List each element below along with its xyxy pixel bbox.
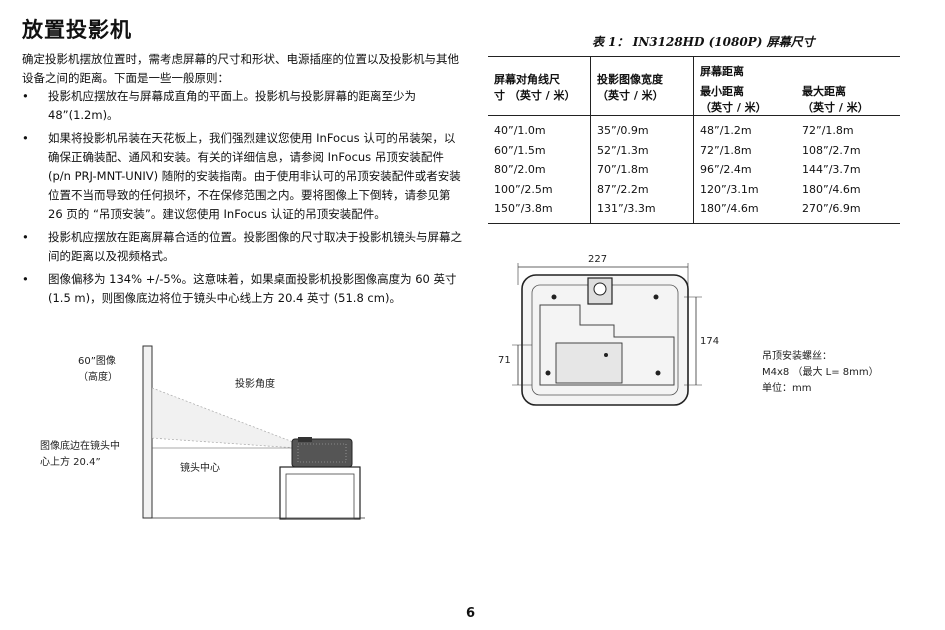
table-cell: 100”/2.5m <box>494 182 553 196</box>
offset-label-line1: 图像底边在镜头中 <box>40 439 120 452</box>
table-cell: 80”/2.0m <box>494 163 546 176</box>
list-item: • 如果将投影机吊装在天花板上，我们强烈建议您使用 InFocus 认可的吊装架，… <box>22 129 462 224</box>
mount-note-line2: M4x8 （最大 L= 8mm） <box>762 365 879 378</box>
screw-hole-icon <box>551 294 557 300</box>
header-min-line2: （英寸 / 米） <box>700 101 767 114</box>
left-dimension-label: 71 <box>498 355 511 366</box>
header-width-line1: 投影图像宽度 <box>597 73 663 86</box>
bullet-icon: • <box>22 272 29 286</box>
bullet-icon: • <box>22 230 29 244</box>
table-cell: 52”/1.3m <box>590 140 694 160</box>
lens-center-label: 镜头中心 <box>180 461 220 474</box>
table-cell: 60”/1.5m <box>494 143 546 157</box>
table-cell: 48”/1.2m <box>693 115 796 141</box>
mount-hole-diagram: 227 174 71 吊顶安装螺丝： M4x8 （最大 L= 8mm） 单位：m… <box>498 254 879 406</box>
bullet-icon: • <box>22 89 29 103</box>
list-item-text: 投影机应摆放在与屏幕成直角的平面上。投影机与投影屏幕的距离至少为 48”(1.2… <box>48 89 416 122</box>
image-height-label-line2: （高度） <box>78 370 118 383</box>
table-cell: 120”/3.1m <box>693 179 796 199</box>
table-caption: 表 1： IN3128HD (1080P) 屏幕尺寸 <box>592 35 815 49</box>
header-width: 投影图像宽度 （英寸 / 米） <box>590 56 694 116</box>
table-cell: 150”/3.8m <box>494 202 553 215</box>
header-max-line2: （英寸 / 米） <box>802 101 869 114</box>
table-cell: 96”/2.4m <box>693 160 796 180</box>
bullet-icon: • <box>22 131 29 145</box>
table-cell: 35”/0.9m <box>590 115 694 141</box>
table-header-row: 屏幕对角线尺 寸 （英寸 / 米） 投影图像宽度 （英寸 / 米） 屏幕距离 <box>488 56 900 116</box>
header-diagonal-line1: 屏幕对角线尺 <box>494 73 560 86</box>
table-row: 80”/2.0m 70”/1.8m 96”/2.4m 144”/3.7m <box>488 160 900 180</box>
header-min-line1: 最小距离 <box>700 85 744 98</box>
screen-shape <box>142 345 153 519</box>
page-title: 放置投影机 <box>22 18 132 42</box>
intro-paragraph: 确定投影机摆放位置时，需考虑屏幕的尺寸和形状、电源插座的位置以及投影机与其他设备… <box>22 52 459 85</box>
list-item-text: 图像偏移为 134% +/-5%。这意味着，如果桌面投影机投影图像高度为 60 … <box>48 272 457 305</box>
screw-hole-icon <box>655 370 661 376</box>
guideline-list: • 投影机应摆放在与屏幕成直角的平面上。投影机与投影屏幕的距离至少为 48”(1.… <box>22 87 462 312</box>
table-cell: 144”/3.7m <box>802 163 861 176</box>
lens-icon <box>587 277 613 305</box>
offset-label-line2: 心上方 20.4” <box>40 455 101 468</box>
mount-note-line3: 单位：mm <box>762 381 811 394</box>
header-max-line1: 最大距离 <box>802 85 846 98</box>
projector-side-icon <box>291 438 353 468</box>
screw-hole-icon <box>653 294 659 300</box>
list-item-text: 如果将投影机吊装在天花板上，我们强烈建议您使用 InFocus 认可的吊装架，以… <box>48 131 461 221</box>
lamp-door <box>555 342 623 384</box>
header-diagonal: 屏幕对角线尺 寸 （英寸 / 米） <box>488 57 591 116</box>
table-shape <box>279 466 361 520</box>
screw-hole-icon <box>545 370 551 376</box>
table-row: 150”/3.8m 131”/3.3m 180”/4.6m 270”/6.9m <box>488 199 900 223</box>
mount-note-line1: 吊顶安装螺丝： <box>762 349 832 362</box>
table-cell: 72”/1.8m <box>802 124 854 137</box>
table-cell: 70”/1.8m <box>590 160 694 180</box>
table-cell: 72”/1.8m <box>693 140 796 160</box>
image-height-label-line1: 60”图像 <box>78 355 116 367</box>
header-diagonal-line2: 寸 （英寸 / 米） <box>494 89 576 102</box>
table-cell: 270”/6.9m <box>802 202 861 215</box>
table-subheader-row: 最小距离 （英寸 / 米） 最大距离 （英寸 / 米） <box>488 83 900 116</box>
table-row: 60”/1.5m 52”/1.3m 72”/1.8m 108”/2.7m <box>488 140 900 160</box>
right-dimension-label: 174 <box>700 336 719 347</box>
header-width-line2: （英寸 / 米） <box>597 89 664 102</box>
table-cell: 87”/2.2m <box>590 179 694 199</box>
list-item: • 图像偏移为 134% +/-5%。这意味着，如果桌面投影机投影图像高度为 60… <box>22 270 462 308</box>
table-row: 40”/1.0m 35”/0.9m 48”/1.2m 72”/1.8m <box>488 115 900 141</box>
list-item: • 投影机应摆放在与屏幕成直角的平面上。投影机与投影屏幕的距离至少为 48”(1.… <box>22 87 462 125</box>
list-item-text: 投影机应摆放在距离屏幕合适的位置。投影图像的尺寸取决于投影机镜头与屏幕之间的距离… <box>48 230 462 263</box>
header-distance: 屏幕距离 <box>693 56 900 83</box>
projection-diagram: 60”图像 （高度） 投影角度 图像底边在镜头中 心上方 20.4” 镜头中心 <box>40 345 365 520</box>
screen-size-table: 屏幕对角线尺 寸 （英寸 / 米） 投影图像宽度 （英寸 / 米） 屏幕距离 最… <box>488 56 900 224</box>
list-item: • 投影机应摆放在距离屏幕合适的位置。投影图像的尺寸取决于投影机镜头与屏幕之间的距… <box>22 228 462 266</box>
angle-label: 投影角度 <box>235 377 275 390</box>
table-cell: 180”/4.6m <box>693 199 796 223</box>
header-min: 最小距离 （英寸 / 米） <box>693 83 796 116</box>
header-max: 最大距离 （英寸 / 米） <box>796 83 900 116</box>
table-row: 100”/2.5m 87”/2.2m 120”/3.1m 180”/4.6m <box>488 179 900 199</box>
table-cell: 40”/1.0m <box>494 124 546 137</box>
table-cell: 108”/2.7m <box>802 143 861 157</box>
table-cell: 131”/3.3m <box>590 199 694 223</box>
width-dimension-label: 227 <box>588 254 607 265</box>
table-cell: 180”/4.6m <box>802 182 861 196</box>
page-number: 6 <box>466 606 476 621</box>
